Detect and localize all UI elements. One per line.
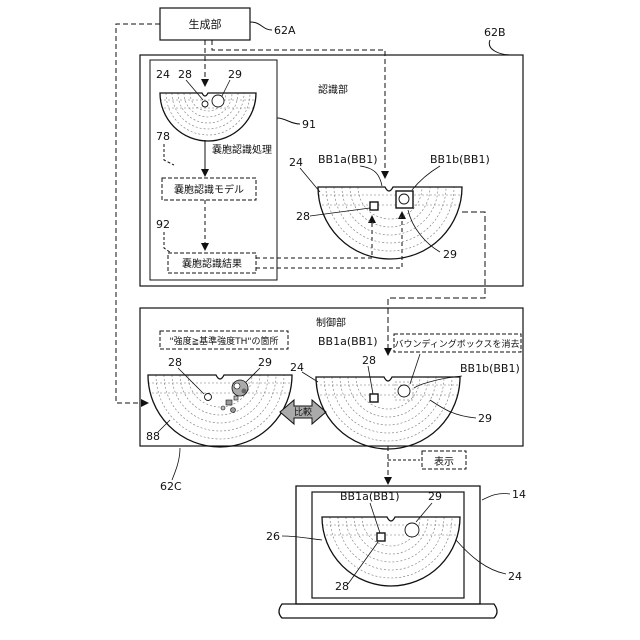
process-step1: 嚢胞認識処理 [212,143,272,156]
leader-62B [489,40,512,55]
display-monitor [279,486,497,618]
flow-generator-to-controller [116,24,160,403]
ref-29-e: 29 [428,490,442,503]
ref-62C: 62C [160,480,182,493]
bounding-box-bb1a-kept [370,394,378,402]
recognizer-label: 認識部 [318,83,348,96]
ref-28-a: 28 [178,68,192,81]
leader-91 [277,118,300,124]
label-bb1a-d: BB1a(BB1) [340,490,400,503]
bounding-box-bb1a-display [377,533,385,541]
flow-result-to-bb1a [256,216,372,258]
process-step2: 嚢胞認識モデル [174,183,244,196]
process-step3: 嚢胞認識結果 [182,257,242,270]
ref-24-a: 24 [156,68,170,81]
ref-29-b: 29 [443,248,457,261]
compare-label: 比較 [294,406,312,418]
ref-62A: 62A [274,24,296,37]
ultrasound-fan-recognized [318,187,462,259]
ref-28-b: 28 [296,210,310,223]
ultrasound-fan-input [160,93,256,141]
ref-28-c: 28 [168,356,182,369]
generator-label: 生成部 [189,17,222,31]
bounding-box-bb1a [370,202,378,210]
flow-result-to-bb1b [256,212,402,268]
ref-92: 92 [156,218,170,231]
label-bb1a-c: BB1a(BB1) [318,335,378,348]
ref-88: 88 [146,430,160,443]
ultrasound-fan-filtered [316,377,460,449]
erase-note: バウンディングボックスを消去 [394,338,519,350]
ref-29-c: 29 [258,356,272,369]
label-bb1b-b: BB1b(BB1) [430,153,490,166]
label-bb1a-b: BB1a(BB1) [318,153,378,166]
ref-29-d: 29 [478,412,492,425]
ref-62B: 62B [484,26,506,39]
display-note: 表示 [434,455,454,468]
ref-14: 14 [512,488,526,501]
ref-78: 78 [156,130,170,143]
controller-label: 制御部 [316,316,346,329]
label-bb1b-c: BB1b(BB1) [460,362,520,375]
ref-24-c: 24 [290,361,304,374]
ref-29-a: 29 [228,68,242,81]
leader-62A [250,22,272,30]
ref-24-b: 24 [289,156,303,169]
ultrasound-fan-displayed [322,517,460,586]
ref-28-d: 28 [362,354,376,367]
ref-24-d: 24 [508,570,522,583]
ref-28-e: 28 [335,580,349,593]
ref-91: 91 [302,118,316,131]
ultrasound-fan-intensity [148,375,292,447]
intensity-note: "強度≧基準強度TH"の箇所 [169,335,278,347]
ref-26: 26 [266,530,280,543]
